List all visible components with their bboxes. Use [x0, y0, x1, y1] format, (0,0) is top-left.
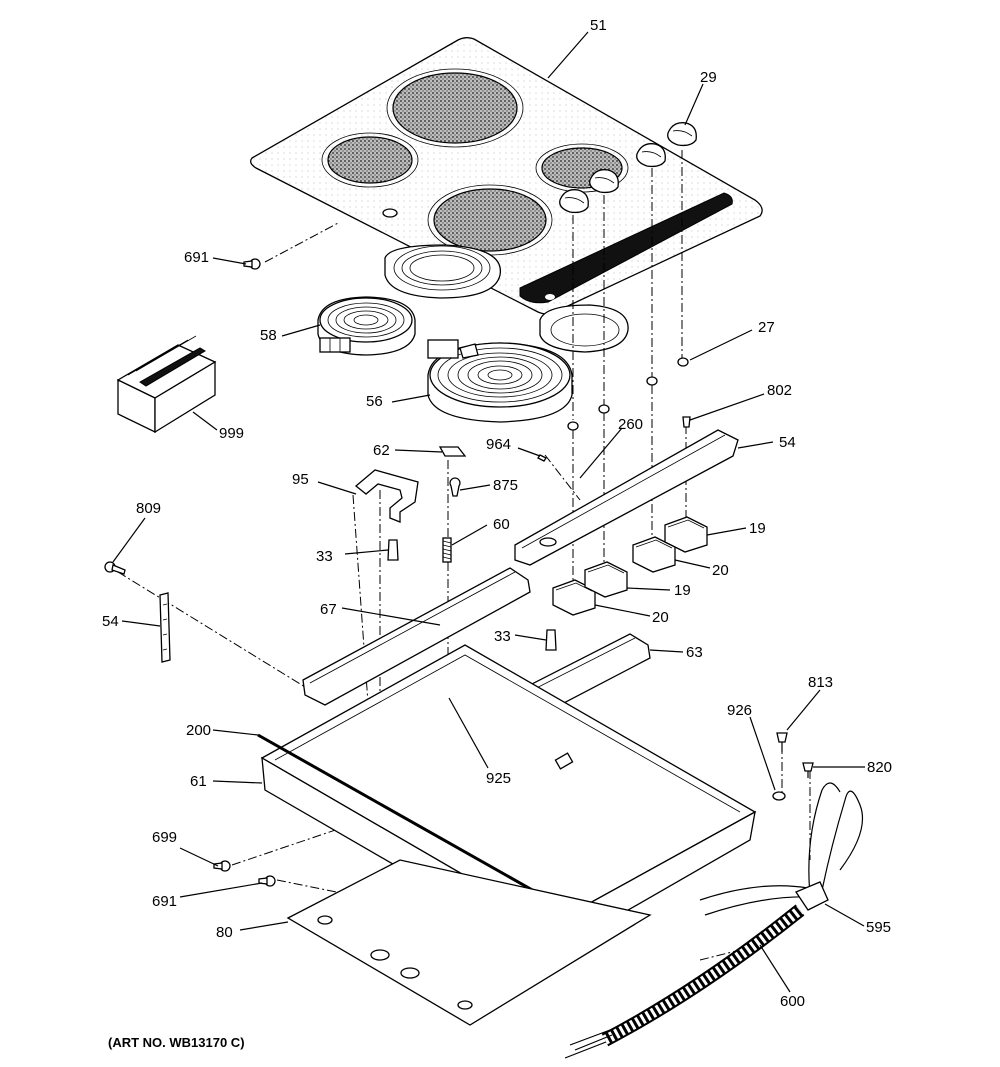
rear-element-under-glass	[384, 244, 629, 353]
callout-691-top: 691	[184, 249, 209, 266]
strap-bracket	[159, 592, 171, 663]
callout-33-upper: 33	[316, 548, 333, 565]
callout-999: 999	[219, 425, 244, 442]
infinite-switches	[552, 516, 708, 616]
control-knobs	[559, 122, 697, 214]
art-number-caption: (ART NO. WB13170 C)	[108, 1035, 245, 1050]
callout-80: 80	[216, 924, 233, 941]
callout-95: 95	[292, 471, 309, 488]
burner-large-rear	[392, 72, 518, 144]
conduit	[564, 904, 805, 1059]
bottom-panel	[286, 859, 652, 1026]
callout-875: 875	[493, 477, 518, 494]
callout-600: 600	[780, 993, 805, 1010]
callout-58: 58	[260, 327, 277, 344]
burner-large-front	[433, 188, 547, 252]
callout-29: 29	[700, 69, 717, 86]
callout-699: 699	[152, 829, 177, 846]
callout-200: 200	[186, 722, 211, 739]
wiring-harness	[699, 782, 864, 916]
leader-lines	[112, 31, 865, 993]
callout-802: 802	[767, 382, 792, 399]
callout-67: 67	[320, 601, 337, 618]
callout-809: 809	[136, 500, 161, 517]
callout-56: 56	[366, 393, 383, 410]
callout-labels: 51 29 691 58 27 999 56 802 54 62 964 260…	[102, 17, 892, 1050]
parts-box	[116, 335, 217, 434]
control-panel-strip	[519, 192, 733, 304]
callout-813: 813	[808, 674, 833, 691]
callout-51: 51	[590, 17, 607, 34]
callout-33-lower: 33	[494, 628, 511, 645]
callout-19-right: 19	[749, 520, 766, 537]
radiant-element-small	[317, 296, 416, 356]
callout-260: 260	[618, 416, 643, 433]
callout-63: 63	[686, 644, 703, 661]
callout-691-bottom: 691	[152, 893, 177, 910]
bracket	[354, 469, 419, 523]
callout-20-left: 20	[652, 609, 669, 626]
callout-926: 926	[727, 702, 752, 719]
callout-20-right: 20	[712, 562, 729, 579]
burner-small-left	[327, 136, 413, 184]
glass-cooktop	[250, 37, 763, 315]
callout-925: 925	[486, 770, 511, 787]
callout-60: 60	[493, 516, 510, 533]
callout-595: 595	[866, 919, 891, 936]
callout-54-lower: 54	[102, 613, 119, 630]
callout-61: 61	[190, 773, 207, 790]
callout-820: 820	[867, 759, 892, 776]
support-rail-upper	[514, 429, 739, 566]
callout-62: 62	[373, 442, 390, 459]
callout-27: 27	[758, 319, 775, 336]
callout-964: 964	[486, 436, 511, 453]
callout-54-upper: 54	[779, 434, 796, 451]
radiant-element-large	[427, 339, 573, 423]
callout-19-left: 19	[674, 582, 691, 599]
